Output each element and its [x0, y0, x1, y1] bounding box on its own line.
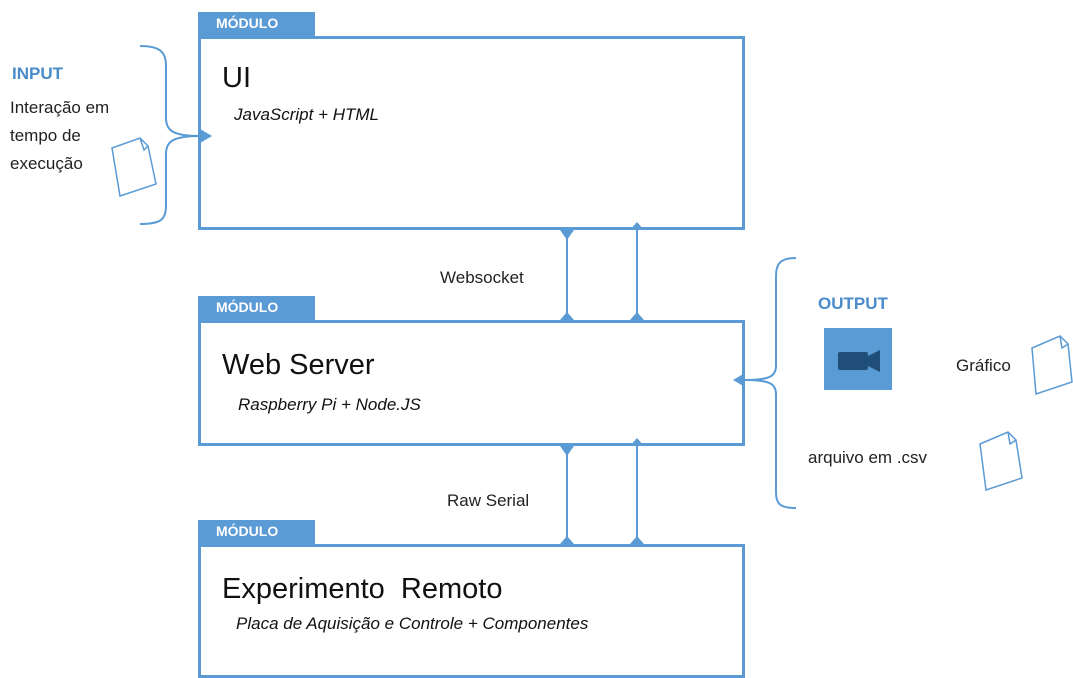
arrowhead-up-2a: [630, 438, 644, 446]
video-camera-icon: [838, 352, 868, 370]
module-tab-label: MÓDULO: [216, 523, 279, 539]
document-icon-graph: [1031, 335, 1073, 396]
input-line-2: tempo de: [10, 126, 81, 145]
output-title: OUTPUT: [818, 294, 888, 313]
input-brace: [139, 45, 201, 225]
input-line-1: Interação em: [10, 98, 110, 117]
module-subtitle-ui: JavaScript + HTML: [234, 105, 380, 124]
output-arrowhead: [733, 373, 745, 387]
module-tab-label: MÓDULO: [216, 15, 279, 31]
connection-label-raw-serial: Raw Serial: [447, 491, 530, 510]
module-subtitle-experimento: Placa de Aquisição e Controle + Componen…: [236, 614, 589, 633]
arrowhead-down-1a: [560, 230, 574, 240]
connection-label-websocket: Websocket: [440, 268, 524, 287]
module-title-experimento: Experimento Remoto: [222, 573, 503, 605]
output-csv-label: arquivo em .csv: [808, 448, 928, 467]
output-brace: [744, 257, 797, 509]
input-title: INPUT: [12, 64, 63, 83]
module-subtitle-web-server: Raspberry Pi + Node.JS: [238, 395, 421, 414]
arrowhead-down-2b: [560, 536, 574, 544]
module-box-ui: [198, 36, 745, 230]
module-tab-experimento: MÓDULO: [198, 520, 315, 546]
document-icon-csv: [979, 431, 1023, 491]
document-icon-input: [111, 137, 157, 197]
input-line-3: execução: [10, 154, 83, 173]
module-tab-web-server: MÓDULO: [198, 296, 315, 322]
output-graph-label: Gráfico: [956, 356, 1011, 375]
module-tab-ui: MÓDULO: [198, 12, 315, 38]
arrowhead-up-1b: [630, 312, 644, 320]
arrowhead-down-1b: [560, 312, 574, 320]
arrowhead-down-2a: [560, 446, 574, 456]
module-box-experimento: [198, 544, 745, 678]
arrowhead-up-1a: [630, 222, 644, 230]
module-title-ui: UI: [222, 62, 251, 94]
arrowhead-up-2b: [630, 536, 644, 544]
module-tab-label: MÓDULO: [216, 299, 279, 315]
module-title-web-server: Web Server: [222, 349, 375, 381]
input-arrowhead: [200, 129, 212, 143]
